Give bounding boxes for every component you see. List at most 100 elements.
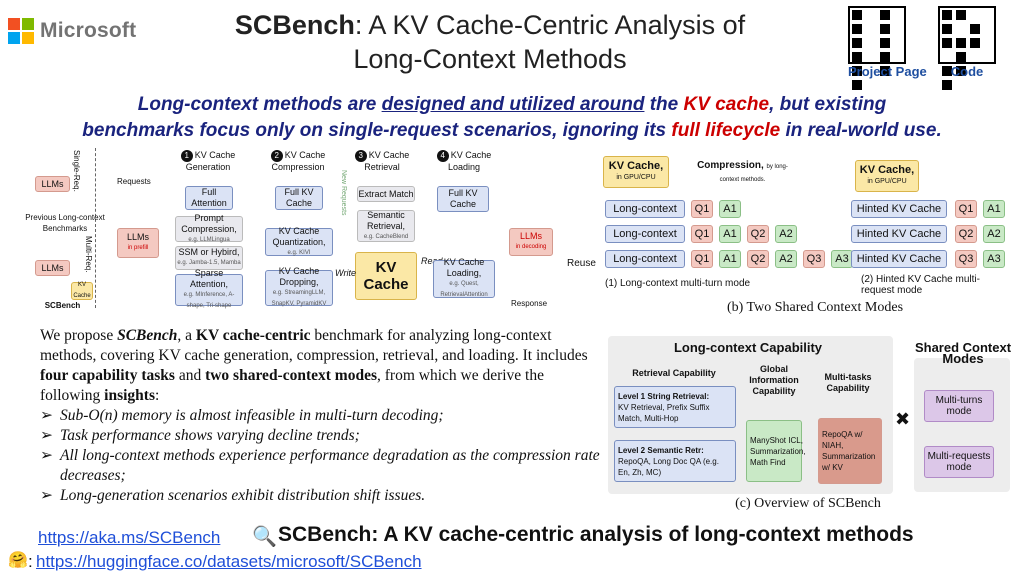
full-kv-cache-box: Full KV Cache bbox=[275, 186, 323, 210]
llms-multi: LLMs bbox=[35, 260, 70, 276]
insight-item: Task performance shows varying decline t… bbox=[40, 426, 605, 446]
mode-2-caption: (2) Hinted KV Cache multi-request mode bbox=[861, 274, 980, 296]
search-icon: 🔍 bbox=[252, 526, 277, 548]
hinted-row-3: Hinted KV Cache bbox=[851, 250, 947, 268]
reuse-label: Reuse bbox=[567, 258, 596, 269]
shared-context-modes: KV Cache,in GPU/CPU Compression, by long… bbox=[565, 150, 1020, 320]
long-context-row-2: Long-context bbox=[605, 225, 685, 243]
qr-code-icon bbox=[938, 6, 996, 90]
a3-row3: A3 bbox=[831, 250, 853, 268]
body-text: We propose SCBench, a KV cache-centric b… bbox=[40, 326, 605, 506]
llms-single: LLMs bbox=[35, 176, 70, 192]
project-page-label: Project Page bbox=[848, 64, 927, 79]
huggingface-link[interactable]: https://huggingface.co/datasets/microsof… bbox=[36, 552, 422, 571]
q1-row1: Q1 bbox=[691, 200, 713, 218]
multi-req-label: Multi-Req. bbox=[84, 236, 93, 273]
hugging-face-icon: 🤗 bbox=[8, 552, 28, 569]
semantic-retrieval-box: Semantic Retrieval,e.g. CacheBlend bbox=[357, 210, 415, 242]
q1-row2: Q1 bbox=[691, 225, 713, 243]
a2-row2: A2 bbox=[775, 225, 797, 243]
hinted-q1: Q1 bbox=[955, 200, 977, 218]
long-context-capability-title: Long-context Capability bbox=[673, 340, 823, 355]
code-qr[interactable]: Code bbox=[938, 6, 996, 90]
q2-row3: Q2 bbox=[747, 250, 769, 268]
kv-lifecycle-diagram: Single-Req. LLMs Previous Long-context B… bbox=[25, 148, 553, 313]
scbench-overview: Long-context Capability Retrieval Capabi… bbox=[608, 336, 1018, 516]
hinted-q3: Q3 bbox=[955, 250, 977, 268]
multi-turns-box: Multi-turns mode bbox=[924, 390, 994, 422]
multi-tasks-box: RepoQA w/ NIAH, Summarization w/ KV bbox=[818, 418, 882, 484]
new-requests-label: New Requests bbox=[340, 170, 347, 216]
q1-row3: Q1 bbox=[691, 250, 713, 268]
code-label: Code bbox=[950, 64, 984, 79]
kv-cache-box-1: KV Cache,in GPU/CPU bbox=[603, 156, 669, 188]
tagline: Long-context methods are designed and ut… bbox=[82, 94, 942, 141]
poster-title: SCBench: A KV Cache-Centric Analysis of … bbox=[234, 10, 746, 74]
hinted-a3: A3 bbox=[983, 250, 1005, 268]
kv-quantization-box: KV Cache Quantization,e.g. KIVI bbox=[265, 226, 333, 256]
microsoft-logo: Microsoft bbox=[8, 18, 136, 44]
hinted-a1: A1 bbox=[983, 200, 1005, 218]
long-context-row-1: Long-context bbox=[605, 200, 685, 218]
compression-label: Compression, by long-context methods. bbox=[697, 160, 788, 183]
separator-colon: : bbox=[28, 552, 33, 571]
previous-benchmarks-label: Previous Long-context Benchmarks bbox=[25, 213, 105, 233]
multi-tasks-title: Multi-tasks Capability bbox=[824, 372, 872, 393]
requests-label: Requests bbox=[117, 177, 151, 186]
paper-title-link: SCBench: A KV cache-centric analysis of … bbox=[278, 523, 914, 546]
level1-box: Level 1 String Retrieval:KV Retrieval, P… bbox=[614, 386, 736, 428]
hinted-row-2: Hinted KV Cache bbox=[851, 225, 947, 243]
microsoft-logo-icon bbox=[8, 18, 34, 44]
ssm-hybrid-box: SSM or Hybird,e.g. Jamba-1.5, Mamba bbox=[175, 246, 243, 270]
a1-row2: A1 bbox=[719, 225, 741, 243]
full-kv-cache-loading-box: Full KV Cache bbox=[437, 186, 489, 212]
microsoft-logo-text: Microsoft bbox=[40, 19, 137, 42]
kv-loading-box: KV Cache Loading,e.g. Quest, RetrievalAt… bbox=[433, 257, 495, 298]
insights-list: Sub-O(n) memory is almost infeasible in … bbox=[40, 406, 605, 506]
project-page-qr[interactable]: Project Page bbox=[848, 6, 927, 90]
multi-requests-box: Multi-requests mode bbox=[924, 446, 994, 478]
hinted-a2: A2 bbox=[983, 225, 1005, 243]
write-label: Write bbox=[335, 268, 356, 278]
a1-row1: A1 bbox=[719, 200, 741, 218]
shared-context-modes-title: Shared Context Modes bbox=[914, 340, 1012, 366]
extract-match-box: Extract Match bbox=[357, 186, 415, 202]
scbench-label: SCBench bbox=[44, 301, 81, 310]
kv-dropping-box: KV Cache Dropping,e.g. StreamingLLM, Sna… bbox=[265, 266, 333, 307]
full-attention-box: Full Attention bbox=[185, 186, 233, 210]
retrieval-capability-title: Retrieval Capability bbox=[632, 368, 716, 378]
insight-item: All long-context methods experience perf… bbox=[40, 446, 605, 486]
q2-row2: Q2 bbox=[747, 225, 769, 243]
aka-ms-link[interactable]: https://aka.ms/SCBench bbox=[38, 528, 221, 547]
insight-item: Sub-O(n) memory is almost infeasible in … bbox=[40, 406, 605, 426]
a2-row3: A2 bbox=[775, 250, 797, 268]
level2-box: Level 2 Semantic Retr:RepoQA, Long Doc Q… bbox=[614, 440, 736, 482]
q3-row3: Q3 bbox=[803, 250, 825, 268]
kv-cache-small: KV Cache bbox=[71, 282, 93, 300]
read-label: Read bbox=[421, 256, 443, 266]
global-info-box: ManyShot ICL, Summarization, Math Find bbox=[746, 420, 806, 482]
long-context-row-3: Long-context bbox=[605, 250, 685, 268]
single-req-label: Single-Req. bbox=[72, 150, 81, 192]
insight-item: Long-generation scenarios exhibit distri… bbox=[40, 486, 605, 506]
qr-code-icon bbox=[848, 6, 906, 90]
kv-cache-box-2: KV Cache,in GPU/CPU bbox=[855, 160, 919, 192]
response-label: Response bbox=[511, 299, 548, 308]
mode-1-caption: (1) Long-context multi-turn mode bbox=[605, 278, 751, 289]
kv-cache-center: KV Cache bbox=[355, 252, 417, 300]
a1-row3: A1 bbox=[719, 250, 741, 268]
prompt-compression-box: Prompt Compression,e.g. LLMLingua bbox=[175, 213, 243, 243]
global-info-title: Global Information Capability bbox=[749, 364, 799, 396]
times-icon: ✖ bbox=[895, 409, 911, 429]
figure-b-caption: (b) Two Shared Context Modes bbox=[726, 300, 904, 315]
sparse-attention-box: Sparse Attention,e.g. MInference, A-shap… bbox=[175, 268, 243, 309]
figure-c-caption: (c) Overview of SCBench bbox=[735, 496, 881, 511]
hinted-q2: Q2 bbox=[955, 225, 977, 243]
hinted-row-1: Hinted KV Cache bbox=[851, 200, 947, 218]
